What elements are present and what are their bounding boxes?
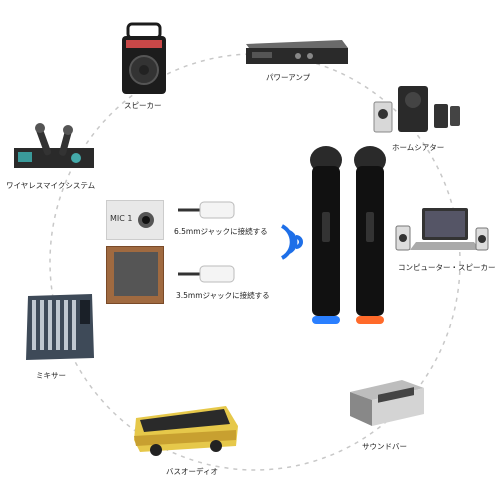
wireless-system-label: ワイヤレスマイクシステム — [6, 181, 96, 190]
amplifier-icon — [246, 40, 348, 64]
jack-35-label: 3.5mmジャックに接続する — [176, 291, 270, 300]
home-theater-label: ホームシアター — [392, 143, 445, 152]
jack-socket-icon — [138, 212, 154, 228]
speaker-label: スピーカー — [124, 101, 162, 110]
jack-65-label: 6.5mmジャックに接続する — [174, 227, 268, 236]
mic-right — [354, 146, 386, 324]
soundbar-icon — [350, 380, 424, 426]
home-theater-icon — [373, 86, 460, 133]
receiver-65-icon — [178, 201, 235, 219]
soundbar-label: サウンドバー — [362, 442, 407, 451]
mixer-label: ミキサー — [36, 371, 66, 380]
speaker-grille — [114, 252, 158, 296]
computer-speaker-label: コンピューター・スピーカー — [398, 263, 496, 272]
speaker-icon — [122, 22, 166, 94]
receiver-35-icon — [178, 265, 235, 283]
wireless-microphones-icon — [310, 146, 386, 324]
power-amp-label: パワーアンプ — [266, 73, 311, 82]
mic-1-label: MIC 1 — [110, 214, 133, 223]
bus-icon — [134, 406, 238, 456]
wireless-signal-icon — [280, 224, 303, 260]
wireless-mic-system-icon — [14, 123, 94, 168]
bus-audio-label: バスオーディオ — [166, 467, 218, 476]
mic-left — [310, 146, 342, 324]
panel-jack-65 — [106, 200, 164, 240]
laptop-speaker-icon — [395, 208, 489, 251]
mixer-icon — [26, 294, 94, 360]
